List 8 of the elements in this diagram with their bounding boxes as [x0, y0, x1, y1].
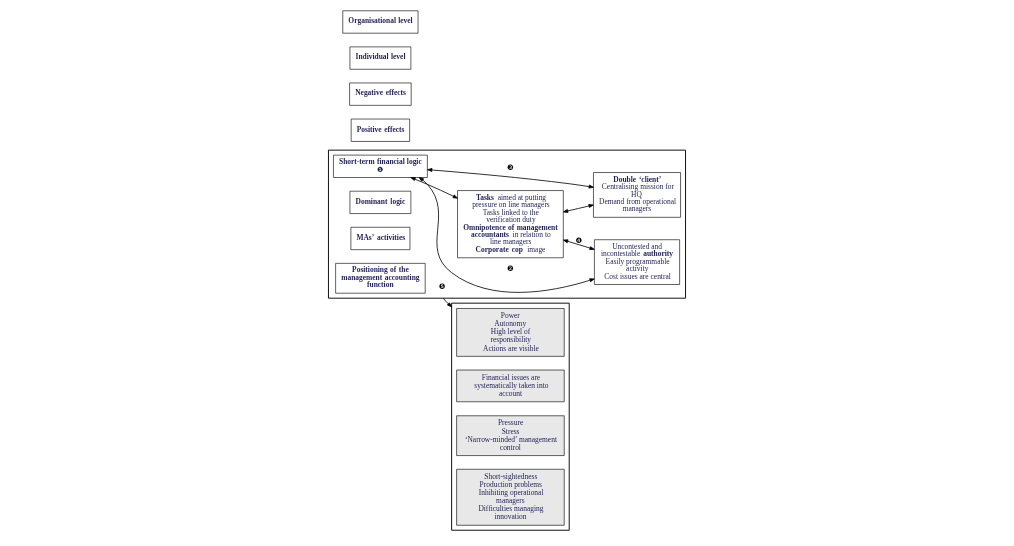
arrow — [563, 204, 594, 213]
arrow — [418, 177, 595, 293]
cluster — [451, 302, 570, 531]
arrow — [442, 297, 453, 308]
arrow — [427, 168, 594, 189]
cluster — [328, 149, 686, 299]
arrow — [410, 177, 458, 199]
arrow — [563, 239, 595, 250]
